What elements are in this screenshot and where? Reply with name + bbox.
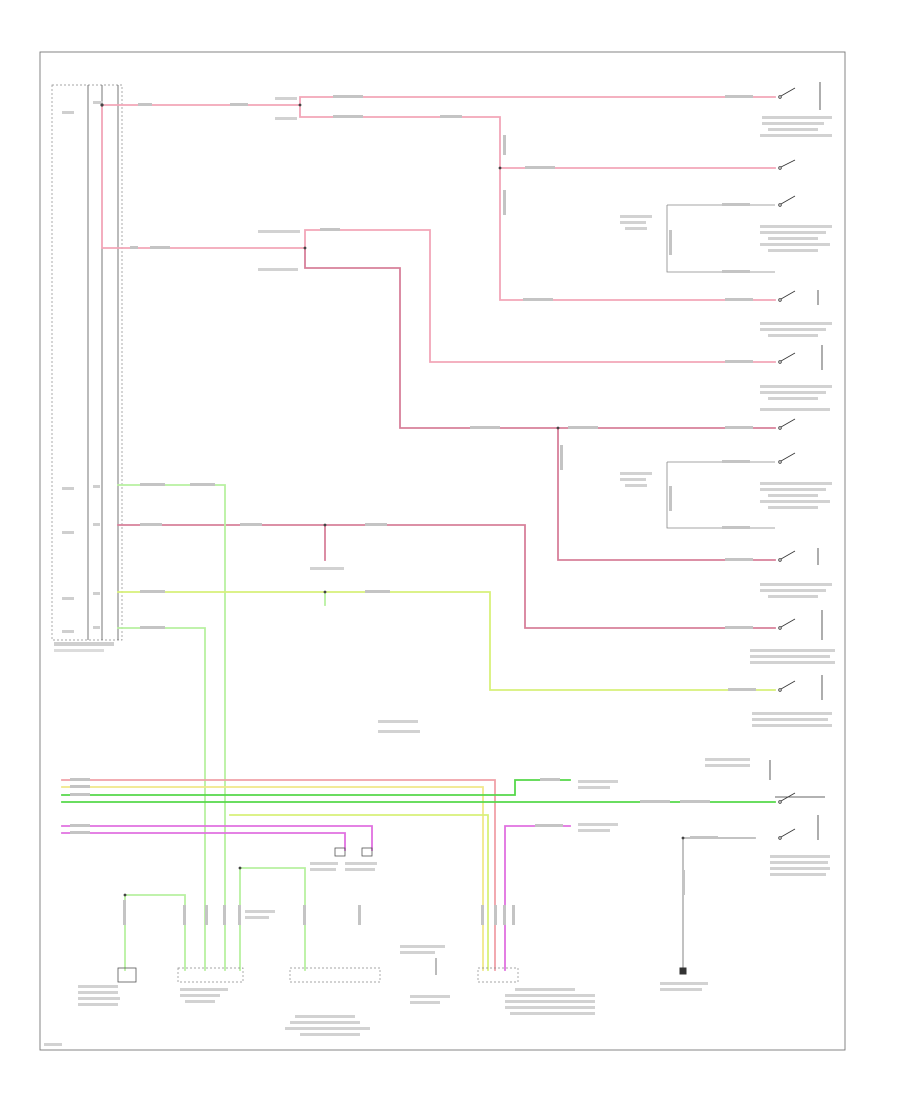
switch-icon (778, 675, 823, 700)
splice-dot-icon (681, 836, 685, 840)
splice-dot-icon (123, 893, 127, 897)
switch-icon (778, 418, 796, 430)
switch-icons (769, 82, 825, 840)
switch-icon (778, 290, 819, 305)
page-frame (39, 51, 846, 1051)
splice-dot-icon (498, 166, 502, 170)
switch-icon (778, 82, 821, 110)
pin-labels (62, 101, 103, 633)
splice-dot-icon (298, 103, 302, 107)
switch-icon (769, 760, 825, 804)
right-labels (660, 116, 835, 991)
connector-icon (289, 967, 381, 983)
connector-icon (117, 967, 137, 983)
connector-icon (361, 847, 373, 857)
vertical-code-marks (123, 135, 685, 925)
splice-dot-icon (323, 523, 327, 527)
bottom-modules (117, 847, 519, 983)
connector-icon (477, 967, 519, 983)
connector-labels (258, 97, 420, 733)
bottom-labels (44, 780, 618, 1046)
left-module-block (51, 84, 123, 652)
connector-icon (334, 847, 346, 857)
switch-icon (778, 548, 819, 565)
switch-sublabels (620, 215, 652, 487)
switch-icon (778, 345, 823, 370)
module-label-bar-2 (54, 649, 104, 652)
bottom-harness (61, 779, 776, 971)
splice-dots (100, 103, 685, 897)
switch-icon (778, 452, 796, 464)
module-label-bar (54, 642, 114, 646)
switch-icon (778, 159, 796, 170)
gray-switch-wires (666, 204, 775, 529)
splice-dot-icon (303, 246, 307, 250)
switch-icon (778, 195, 796, 207)
wire-code-marks (70, 95, 756, 839)
ground-icon (679, 967, 687, 975)
splice-dot-icon (100, 103, 104, 107)
connector-icon (177, 967, 244, 983)
splice-dot-icon (323, 590, 327, 594)
switch-icon (778, 610, 823, 640)
power-wires-pink (101, 96, 776, 629)
splice-dot-icon (556, 426, 560, 430)
signal-wires-green (117, 484, 776, 971)
splice-dot-icon (238, 866, 242, 870)
switch-icon (778, 815, 819, 840)
